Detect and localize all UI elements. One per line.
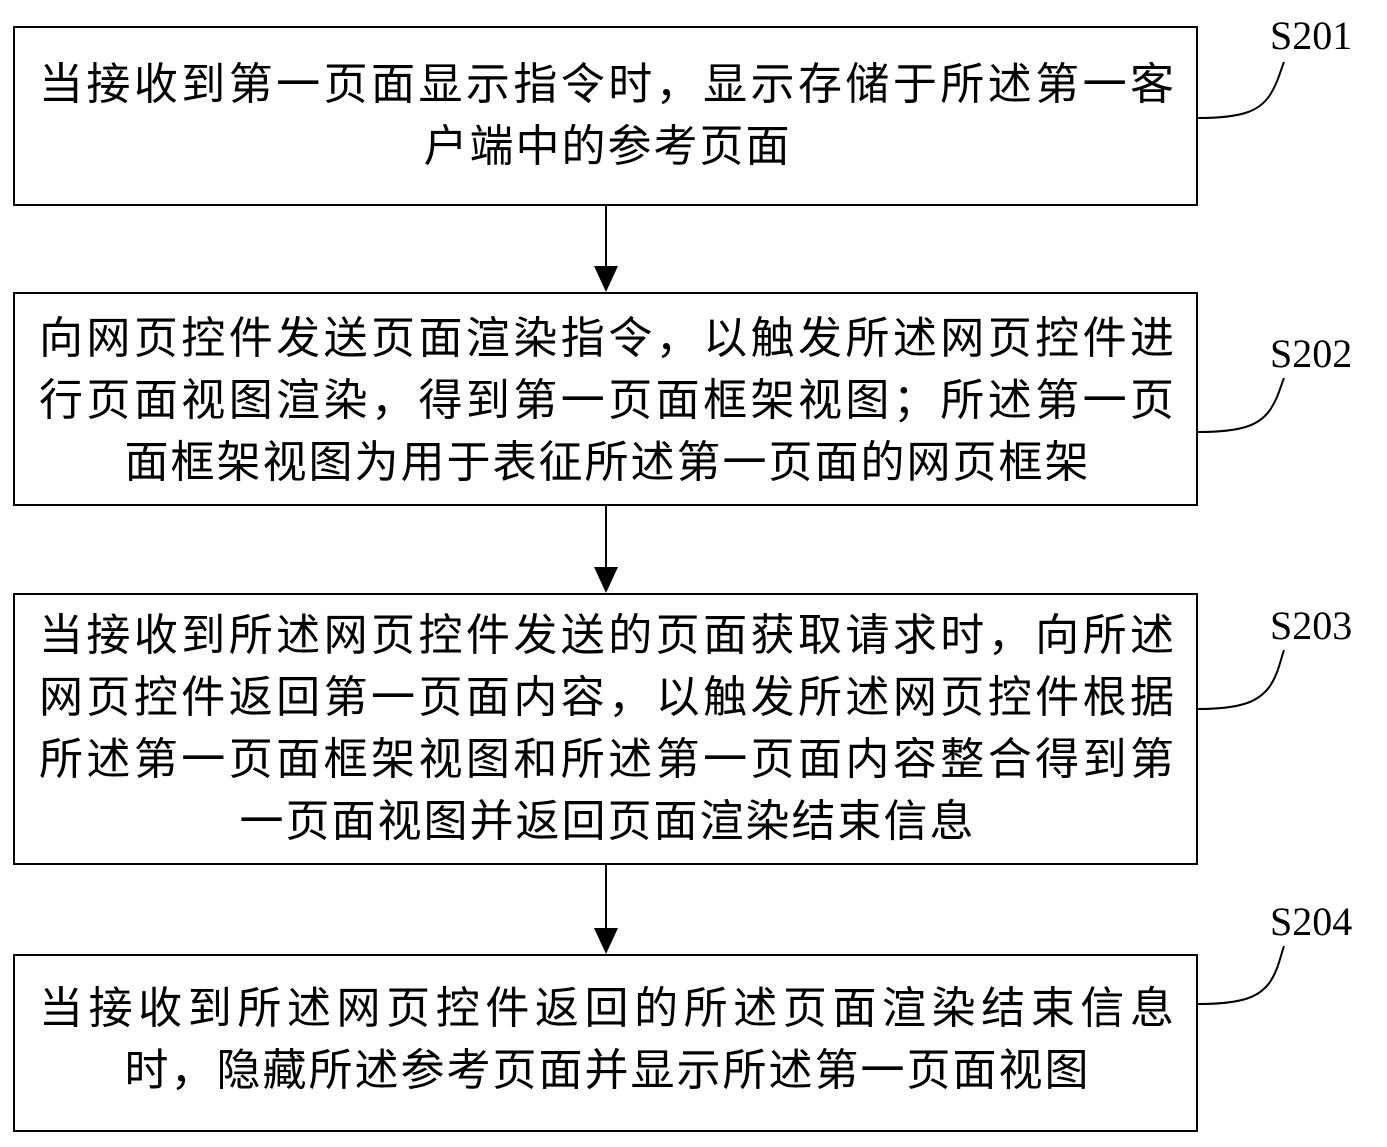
flow-arrow-s201-s202 [594,206,618,292]
step-text-s203: 当接收到所述网页控件发送的页面获取请求时，向所述网页控件返回第一页面内容，以触发… [39,610,1176,847]
step-box-s203: 当接收到所述网页控件发送的页面获取请求时，向所述网页控件返回第一页面内容，以触发… [13,593,1198,865]
step-label-s201: S201 [1270,13,1353,58]
step-box-s204: 当接收到所述网页控件返回的所述页面渲染结束信息时，隐藏所述参考页面并显示所述第一… [13,954,1198,1132]
step-label-s204: S204 [1270,899,1353,944]
flow-arrow-s202-s203 [594,506,618,593]
step-label-s202: S202 [1270,331,1353,376]
leader-line-s202 [1197,377,1285,433]
step-box-s202: 向网页控件发送页面渲染指令，以触发所述网页控件进行页面视图渲染，得到第一页面框架… [13,292,1198,506]
leader-line-s204 [1197,945,1285,1005]
step-text-s204: 当接收到所述网页控件返回的所述页面渲染结束信息时，隐藏所述参考页面并显示所述第一… [39,983,1176,1096]
step-text-s202: 向网页控件发送页面渲染指令，以触发所述网页控件进行页面视图渲染，得到第一页面框架… [39,313,1176,488]
leader-line-s201 [1197,61,1285,119]
flow-arrow-s203-s204 [594,865,618,954]
step-text-s201: 当接收到第一页面显示指令时，显示存储于所述第一客户端中的参考页面 [39,59,1176,172]
step-label-s203: S203 [1270,603,1353,648]
step-box-s201: 当接收到第一页面显示指令时，显示存储于所述第一客户端中的参考页面 [13,26,1198,206]
leader-line-s203 [1197,649,1285,710]
